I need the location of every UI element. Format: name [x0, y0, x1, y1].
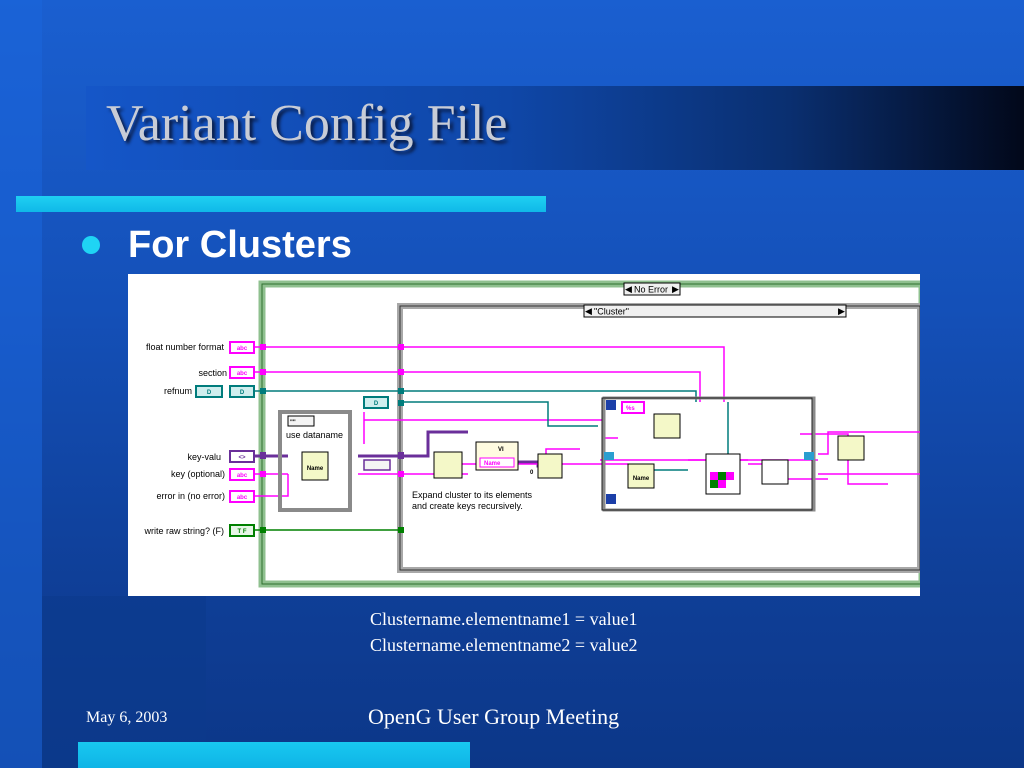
- terminal-section[interactable]: abc: [229, 366, 255, 379]
- background-left-strip: [0, 0, 42, 768]
- loop-count-label: "": [290, 420, 296, 426]
- property-vi-label: VI: [498, 447, 504, 453]
- recursive-subvi-node[interactable]: [761, 459, 789, 485]
- shift-register-left: [604, 452, 614, 460]
- caption: Clustername.elementname1 = value1 Cluste…: [370, 606, 638, 658]
- unbundle-node[interactable]: [363, 459, 391, 471]
- terminal-label: abc: [237, 473, 248, 479]
- terminal-float-number-format[interactable]: abc: [229, 341, 255, 354]
- loop-count-terminal: [606, 400, 616, 410]
- name-node[interactable]: Name: [301, 451, 329, 481]
- format-string-label: %s: [626, 406, 635, 412]
- labview-block-diagram: ◀ No Error ▶ ◀ "Cluster" ▶ float number …: [128, 274, 920, 596]
- input-label-write-raw-string: write raw string? (F): [143, 526, 224, 536]
- terminal-refnum[interactable]: D: [229, 385, 255, 398]
- input-label-section: section: [198, 368, 227, 378]
- property-name-label: Name: [484, 461, 501, 467]
- terminal-label: <>: [238, 455, 246, 461]
- outer-selector-right-arrow[interactable]: ▶: [672, 284, 679, 294]
- format-string-constant[interactable]: %s: [621, 401, 645, 414]
- input-label-refnum: refnum: [164, 386, 192, 396]
- loop-label: use dataname: [286, 430, 343, 440]
- wire-float-format: [254, 346, 725, 402]
- outer-case-border: [261, 283, 920, 585]
- inner-case-selector[interactable]: ◀ "Cluster" ▶: [583, 304, 847, 318]
- title-underline: [16, 196, 546, 212]
- comment-line-2: and create keys recursively.: [412, 501, 523, 511]
- build-array-node[interactable]: [705, 453, 741, 495]
- footer-date: May 6, 2003: [86, 709, 168, 726]
- name-node-label: Name: [307, 466, 324, 472]
- wire-refnum-2: [400, 401, 598, 427]
- terminal-label: D: [207, 390, 212, 396]
- inner-selector-right-arrow[interactable]: ▶: [838, 306, 845, 316]
- inner-name-node-label: Name: [633, 476, 650, 482]
- loop-iteration-terminal: [606, 494, 616, 504]
- terminal-key-valu[interactable]: <>: [229, 450, 255, 463]
- outer-selector-left-arrow[interactable]: ◀: [625, 284, 632, 294]
- wire-error-in: [254, 474, 289, 497]
- background-bottom-block: [42, 596, 206, 768]
- terminal-key-optional[interactable]: abc: [229, 468, 255, 481]
- slide-title: Variant Config File: [106, 95, 508, 152]
- variant-to-data-node[interactable]: [433, 451, 463, 479]
- wire-key-valu: [254, 430, 468, 458]
- terminal-label: D: [240, 390, 245, 396]
- terminal-label: D: [374, 401, 379, 407]
- terminal-label: T F: [238, 529, 247, 535]
- refnum-constant[interactable]: D: [363, 396, 389, 409]
- outer-selector-label: No Error: [634, 285, 668, 295]
- inner-selector-left-arrow[interactable]: ◀: [585, 306, 592, 316]
- terminal-label: abc: [237, 371, 248, 377]
- bottom-rule: [78, 742, 470, 768]
- index-array-node[interactable]: 0: [530, 453, 563, 479]
- title-band: [86, 86, 1024, 170]
- shift-register-right: [804, 452, 814, 460]
- bullet-marker: [82, 236, 100, 254]
- while-loop-use-dataname: "" use dataname: [278, 410, 352, 512]
- bullet-text: For Clusters: [128, 224, 352, 266]
- for-loop: [601, 396, 816, 512]
- write-key-node[interactable]: [837, 435, 865, 461]
- terminal-label: abc: [237, 495, 248, 501]
- inner-name-node[interactable]: Name: [627, 463, 655, 489]
- inner-selector-label: "Cluster": [594, 307, 629, 317]
- wire-out-2: [818, 431, 920, 455]
- terminal-label: abc: [237, 346, 248, 352]
- loop-selector[interactable]: [287, 415, 315, 427]
- constant-zero: 0: [530, 470, 534, 476]
- input-label-error-in: error in (no error): [156, 491, 225, 501]
- caption-line-1: Clustername.elementname1 = value1: [370, 609, 638, 629]
- footer-title: OpenG User Group Meeting: [368, 704, 620, 729]
- input-label-key-valu: key-valu: [187, 452, 221, 462]
- terminal-write-raw-string[interactable]: T F: [229, 524, 255, 537]
- property-node[interactable]: VI Name: [475, 441, 519, 471]
- terminal-refnum-in[interactable]: D: [195, 385, 223, 398]
- wires: [254, 346, 920, 531]
- outer-case-selector[interactable]: ◀ No Error ▶: [623, 282, 681, 296]
- caption-line-2: Clustername.elementname2 = value2: [370, 635, 638, 655]
- terminal-error-in[interactable]: abc: [229, 490, 255, 503]
- input-label-key-optional: key (optional): [171, 469, 225, 479]
- comment-line-1: Expand cluster to its elements: [412, 490, 533, 500]
- case-tunnels: [260, 344, 404, 533]
- input-label-float-number-format: float number format: [146, 342, 225, 352]
- format-into-string-node[interactable]: [653, 413, 681, 439]
